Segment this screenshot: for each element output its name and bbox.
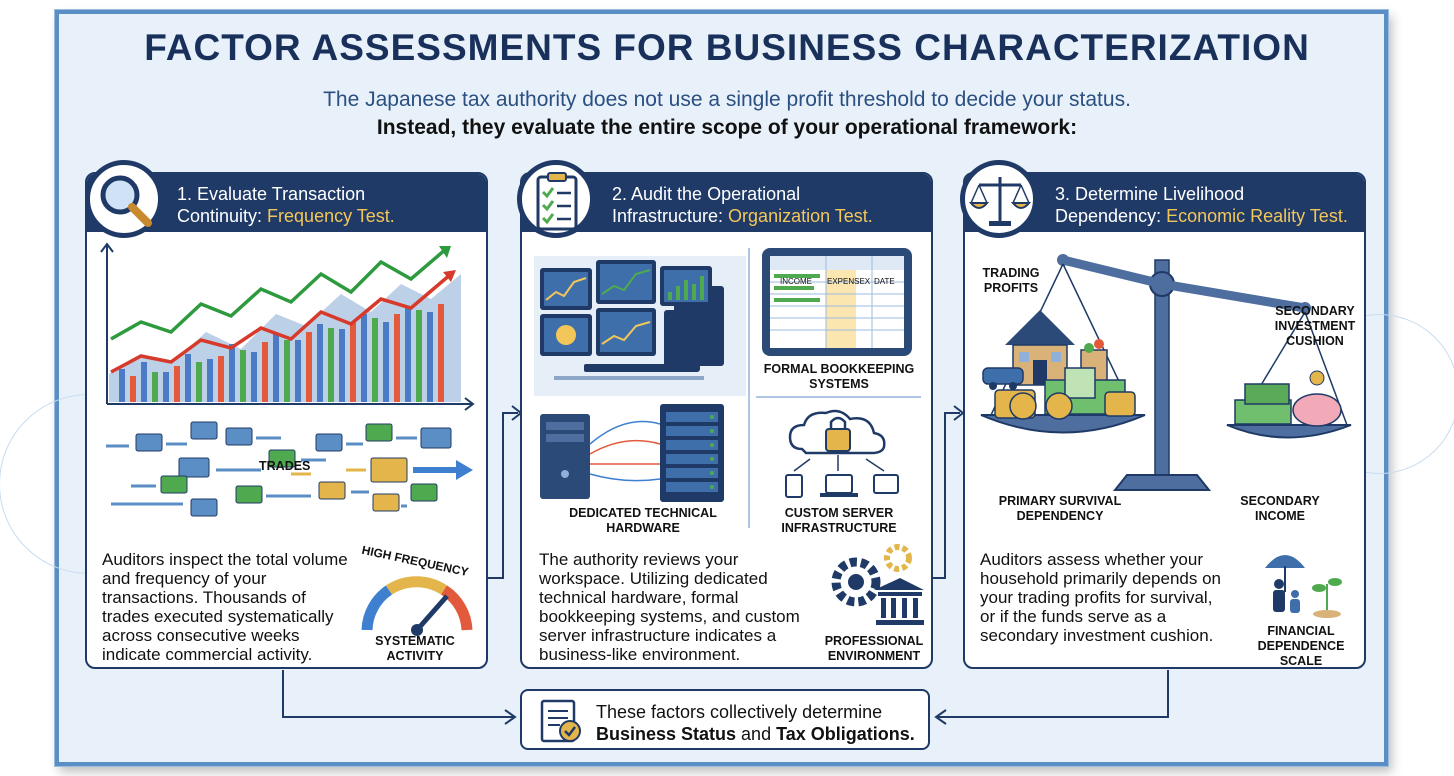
caption-line: INCOME [1255,509,1305,523]
panel-title-highlight: Organization Test. [728,206,873,226]
caption-line: SCALE [1279,654,1323,668]
divider [748,248,750,528]
tablet-spreadsheet-illustration [762,248,912,356]
badge-checklist [517,160,595,238]
caption-line: CUSHION [1286,334,1344,348]
description-line: technical hardware, formal [539,588,739,607]
description-line: Auditors inspect the total volume [102,550,348,569]
divider [756,396,921,398]
balance-scale-illustration [980,254,1352,491]
description-line: secondary investment cushion. [980,626,1214,645]
balance-scale-icon [968,177,1032,226]
panel-title-line-1: 3. Determine Livelihood [1055,184,1245,204]
business-status-text: Business Status [596,724,737,744]
server-hardware-illustration [540,404,724,502]
bookkeeping-caption: FORMAL BOOKKEEPING SYSTEMS [754,362,924,392]
caption-line: FINANCIAL [1267,624,1335,638]
gears-building-icon [831,544,924,625]
certificate-icon [540,699,581,743]
description-line: and frequency of your [102,569,267,588]
magnifying-glass-icon [100,175,152,227]
caption-line: CUSTOM SERVER [784,506,894,520]
panel-frequency-test: 1. Evaluate Transaction Continuity: Freq… [85,172,488,669]
investment-cushion-label: SECONDARY INVESTMENT CUSHION [1265,304,1364,349]
summary-line-2: Business Status and Tax Obligations. [596,724,915,745]
panel-description: Auditors assess whether your household p… [980,550,1221,645]
description-line: indicate commercial activity. [102,645,313,664]
panel-caption: PROFESSIONAL ENVIRONMENT [814,634,931,664]
description-line: server infrastructure indicates a [539,626,777,645]
subtitle-line-2: Instead, they evaluate the entire scope … [376,116,1078,139]
description-line: across consecutive weeks [102,626,300,645]
badge-scale [960,160,1038,238]
badge-magnifier [85,160,163,238]
caption-line: PROFESSIONAL [824,634,924,648]
caption-line: HARDWARE [606,521,680,535]
checklist-icon [536,172,578,231]
stock-chart-illustration [100,242,475,411]
summary-line-1: These factors collectively determine [596,702,883,722]
panel-caption: SYSTEMATIC ACTIVITY [355,634,475,664]
description-line: business-like environment. [539,645,741,664]
panel-economic-reality-test: 3. Determine Livelihood Dependency: Econ… [963,172,1366,669]
caption-line: PROFITS [983,281,1039,295]
frequency-gauge-icon [361,576,473,636]
panel-description: The authority reviews your workspace. Ut… [539,550,800,664]
trades-label: TRADES [259,459,311,473]
primary-dependency-label: PRIMARY SURVIVAL DEPENDENCY [985,494,1135,524]
caption-line: SYSTEMS [809,377,869,391]
panel-title-line-2: Infrastructure: [612,206,729,226]
hardware-caption: DEDICATED TECHNICAL HARDWARE [538,506,748,536]
family-umbrella-icon [1265,555,1342,618]
description-line: or if the funds serve as a [980,607,1167,626]
description-line: bookkeeping systems, and custom [539,607,800,626]
trading-workstation-illustration [534,256,746,396]
panel-title-line-1: 2. Audit the Operational [612,184,801,204]
panel-title-line-2: Dependency: [1055,206,1167,226]
description-line: trades executed systematically [102,607,334,626]
server-caption: CUSTOM SERVER INFRASTRUCTURE [754,506,924,536]
summary-box: These factors collectively determine Bus… [520,689,930,750]
main-title: FACTOR ASSESSMENTS FOR BUSINESS CHARACTE… [144,27,1310,68]
trading-profits-label: TRADING PROFITS [971,266,1051,296]
panel-caption: FINANCIAL DEPENDENCE SCALE [1241,624,1361,668]
panel-title-highlight: Economic Reality Test. [1166,206,1348,226]
caption-line: DEPENDENCE [1257,639,1345,653]
secondary-income-label: SECONDARY INCOME [1225,494,1335,524]
caption-line: SECONDARY [1275,304,1355,318]
caption-line: TRADING [982,266,1040,280]
caption-line: ACTIVITY [386,649,444,663]
sheet-column-expense: EXPENSEX [827,277,871,286]
panel-description: Auditors inspect the total volume and fr… [102,550,348,664]
description-line: your trading profits for survival, [980,588,1213,607]
caption-line: ENVIRONMENT [827,649,921,663]
description-line: household primarily depends on [980,569,1221,588]
caption-line: PRIMARY SURVIVAL [998,494,1122,508]
panel-title-line-2: Continuity: [177,206,268,226]
sheet-column-date: DATE [874,277,895,286]
panel-organization-test: 2. Audit the Operational Infrastructure:… [520,172,933,669]
panel-title-line-1: 1. Evaluate Transaction [177,184,366,204]
trades-flow-illustration [106,421,473,517]
description-line: The authority reviews your [539,550,739,569]
cloud-lock-icon [785,409,899,498]
caption-line: FORMAL BOOKKEEPING [763,362,915,376]
caption-line: INFRASTRUCTURE [781,521,897,535]
summary-connector: and [736,724,777,744]
tax-obligations-text: Tax Obligations. [776,724,915,744]
caption-line: SECONDARY [1240,494,1320,508]
caption-line: SYSTEMATIC [375,634,455,648]
sheet-column-income: INCOME [780,277,812,286]
description-line: Auditors assess whether your [980,550,1203,569]
description-line: transactions. Thousands of [102,588,306,607]
caption-line: INVESTMENT [1274,319,1356,333]
subtitle-line-1: The Japanese tax authority does not use … [323,88,1131,111]
description-line: workspace. Utilizing dedicated [539,569,768,588]
caption-line: DEPENDENCY [1016,509,1104,523]
caption-line: DEDICATED TECHNICAL [569,506,717,520]
panel-title-highlight: Frequency Test. [267,206,395,226]
